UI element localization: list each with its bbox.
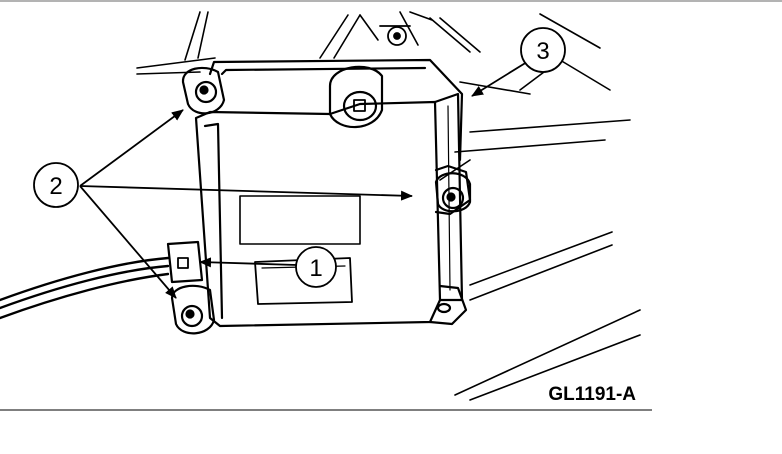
background-structure	[136, 11, 641, 401]
actuator-housing	[194, 58, 472, 328]
right-bolt	[434, 172, 472, 213]
upper-left-bolt	[181, 66, 226, 115]
output-shaft-boss	[328, 65, 384, 129]
upper-bolt	[379, 25, 411, 46]
lower-left-bolt	[170, 284, 216, 335]
callout-3: 3	[520, 27, 566, 73]
svg-text:1: 1	[309, 255, 322, 282]
leader-lines	[79, 61, 528, 299]
wire-harness	[0, 256, 170, 320]
figure-code: GL1191-A	[548, 384, 636, 405]
electrical-connector	[166, 240, 204, 284]
callout-1: 1	[295, 246, 337, 288]
svg-text:3: 3	[536, 38, 549, 65]
svg-text:2: 2	[49, 173, 62, 200]
callout-2: 2	[33, 162, 79, 208]
